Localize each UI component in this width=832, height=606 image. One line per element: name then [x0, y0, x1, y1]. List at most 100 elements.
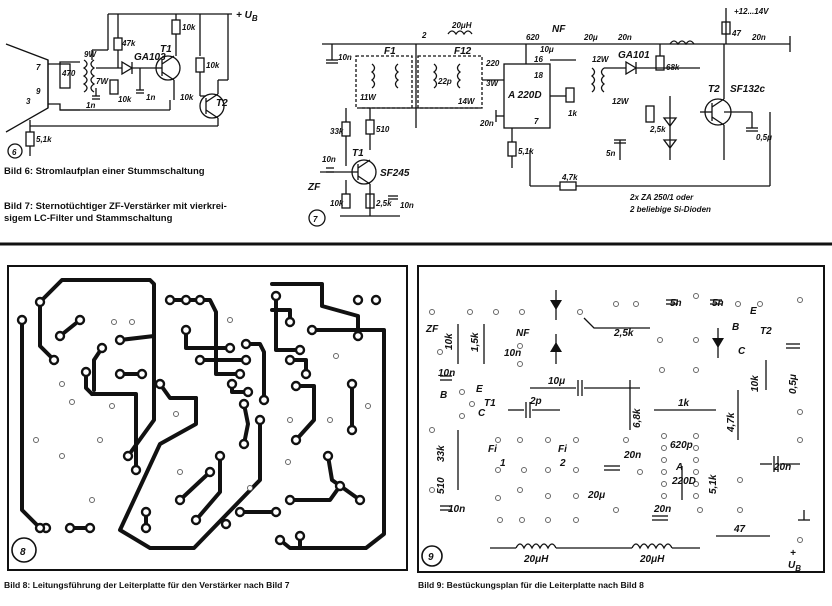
fig6-label-10k-c: 10k — [180, 93, 194, 102]
fig9-label-47k: 4,7k — [726, 412, 737, 433]
fig7-label-25k-low: 2,5k — [375, 199, 392, 208]
fig7-number: 7 — [313, 215, 318, 224]
fig8-unused-holes — [33, 317, 371, 503]
fig9-label-fi-2: 2 — [559, 458, 566, 469]
fig6-label-51k: 5,1k — [36, 135, 52, 144]
fig7-label-t1: T1 — [352, 148, 364, 159]
caption-bild7-line2: sigem LC-Filter und Stammschaltung — [4, 213, 173, 224]
fig9-label-zf: ZF — [425, 324, 439, 335]
fig7-number-circle — [308, 209, 326, 227]
fig9-placement-board: 9 ZF 10k 1,5k NF 10n 2,5k 5n 5n E T2 B C… — [417, 265, 825, 573]
fig9-label-2p: 2p — [529, 396, 542, 407]
fig9-label-fi-1: 1 — [500, 458, 506, 469]
fig6-number-circle — [7, 143, 23, 159]
fig9-label-10k: 10k — [444, 333, 455, 350]
fig7-resistor-51k — [507, 141, 517, 157]
fig9-label-68k: 6,8k — [632, 408, 643, 428]
fig9-label-20n-c: 20n — [773, 462, 791, 473]
fig9-label-220d: 220D — [671, 476, 696, 487]
fig9-label-20uh-a: 20μH — [523, 554, 549, 565]
fig7-label-68k: 68k — [666, 63, 680, 72]
fig7-supply-label: +12...14V — [734, 7, 769, 16]
fig7-label-11w: 11W — [360, 93, 377, 102]
fig9-label-20uh-b: 20μH — [639, 554, 665, 565]
fig9-label-20n-a: 20n — [623, 450, 641, 461]
fig9-potentiometer — [583, 317, 650, 329]
fig6-resistor-10k-mid — [109, 79, 119, 95]
fig9-label-t1: T1 — [484, 398, 496, 409]
fig7-label-12w: 12W — [592, 55, 610, 64]
fig6-label-7w: 7W — [96, 77, 109, 86]
fig7-label-f1: F1 — [384, 46, 396, 57]
fig9-label-plus: + — [790, 548, 796, 559]
fig9-label-nf: NF — [516, 328, 530, 339]
fig9-label-b-t1: B — [440, 390, 447, 401]
fig9-label-20u: 20μ — [587, 490, 605, 501]
fig9-label-b-t2: B — [732, 322, 739, 333]
fig7-label-t2: T2 — [708, 84, 720, 95]
fig7-label-nf: NF — [552, 24, 566, 35]
fig6-label-pin9: 9 — [36, 87, 41, 96]
fig9-label-t2: T2 — [760, 326, 772, 337]
fig7-label-pin16: 16 — [534, 55, 543, 64]
fig9-coil-20uh-b — [631, 543, 673, 550]
fig9-label-51k: 5,1k — [708, 474, 719, 494]
fig9-label-15k: 1,5k — [470, 332, 481, 352]
fig9-label-33k: 33k — [436, 445, 447, 462]
fig7-label-10k: 10k — [330, 199, 344, 208]
fig7-label-20n-b: 20n — [751, 33, 766, 42]
fig7-coil-12w — [590, 67, 596, 93]
fig9-number-circle — [421, 545, 443, 567]
fig9-label-ub: UB — [788, 560, 801, 573]
fig7-label-20n-a: 20n — [617, 33, 632, 42]
fig6-label-9w: 9W — [84, 50, 97, 59]
fig7-resistor-47 — [721, 21, 731, 35]
fig6-diode-ga103 — [121, 60, 134, 76]
fig6-label-10k-a: 10k — [118, 95, 132, 104]
fig7-label-25k: 2,5k — [649, 125, 666, 134]
fig8-solder-pads — [16, 290, 382, 546]
fig7-resistor-10k — [341, 193, 351, 209]
fig6-resistor-10k-right — [195, 57, 205, 73]
fig9-label-20n-b: 20n — [653, 504, 671, 515]
fig9-holes — [429, 293, 803, 543]
fig6-label-t1: T1 — [160, 44, 172, 55]
fig6-number: 6 — [12, 148, 17, 157]
fig6-label-470: 470 — [61, 69, 76, 78]
caption-bild9: Bild 9: Bestückungsplan für die Leiterpl… — [418, 580, 644, 590]
fig7-label-20n-c: 20n — [479, 119, 494, 128]
fig6-resistor-51k — [25, 131, 35, 147]
fig7-label-10u: 10μ — [540, 45, 554, 54]
fig7-schematic: 7 +12...14V 10n F1 F12 2 20μH 620 NF 20μ… — [307, 7, 791, 227]
fig7-label-620: 620 — [526, 33, 540, 42]
fig6-label-t2: T2 — [216, 98, 228, 109]
fig7-label-10n-c: 10n — [400, 201, 414, 210]
fig7-label-f12: F12 — [454, 46, 472, 57]
fig9-coil-20uh-a — [515, 543, 557, 550]
fig6-resistor-47k — [113, 37, 123, 51]
fig7-label-10n-b: 10n — [322, 155, 336, 164]
fig9-capacitors — [440, 299, 810, 521]
fig7-diode-ga101 — [625, 60, 638, 76]
fig7-label-33k: 33k — [330, 127, 344, 136]
fig7-diode-note-1: 2x ZA 250/1 oder — [629, 193, 694, 202]
fig8-board-outline — [7, 265, 408, 571]
fig7-resistor-25k-low — [365, 193, 375, 209]
fig9-label-25k: 2,5k — [613, 328, 634, 339]
fig7-label-2: 2 — [421, 31, 427, 40]
fig7-coil-20uh-top — [447, 30, 473, 36]
fig6-resistor-10k-top — [171, 19, 181, 35]
fig6-label-1n-b: 1n — [146, 93, 155, 102]
fig6-amplifier-symbol — [5, 43, 49, 133]
fig8-number: 8 — [20, 547, 26, 558]
fig9-label-620p: 620p — [670, 440, 693, 451]
fig7-label-sf132c: SF132c — [730, 84, 765, 95]
fig9-label-e-t1: E — [476, 384, 483, 395]
fig9-label-fi-b: Fi — [558, 444, 567, 455]
caption-bild8: Bild 8: Leitungsführung der Leiterplatte… — [4, 580, 290, 590]
fig7-label-1k: 1k — [568, 109, 577, 118]
fig7-label-5n: 5n — [606, 149, 615, 158]
fig6-supply-label: + UB — [236, 10, 258, 23]
fig7-resistor-47k — [559, 181, 577, 191]
fig7-label-sf245: SF245 — [380, 168, 410, 179]
